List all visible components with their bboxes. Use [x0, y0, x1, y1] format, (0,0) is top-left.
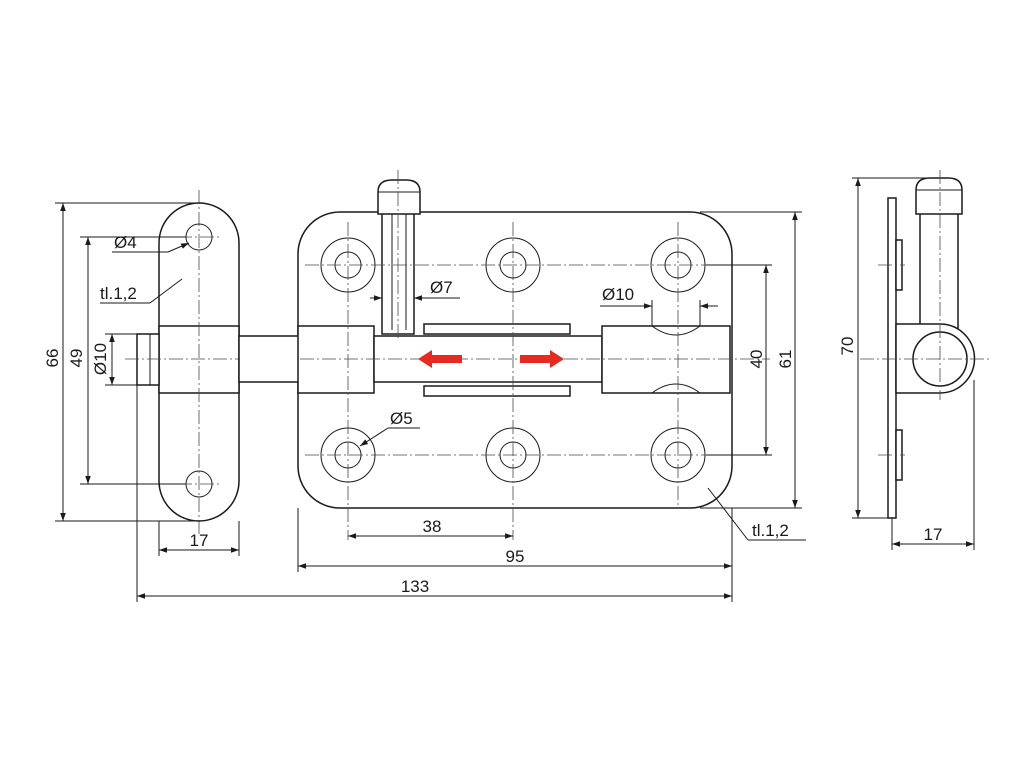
side-pin — [919, 211, 959, 333]
label-bolt-diameter-right: Ø10 — [602, 285, 634, 304]
label-hole-small: Ø4 — [114, 233, 137, 252]
strike-sleeve — [158, 325, 240, 394]
notch-top — [651, 325, 701, 336]
label-plate-height: 61 — [776, 350, 795, 369]
bolt-plate-view — [238, 170, 770, 540]
label-thickness-left: tl.1,2 — [100, 284, 137, 303]
label-side-height: 70 — [838, 337, 857, 356]
label-overall-length: 133 — [401, 577, 429, 596]
rail-bottom — [423, 385, 571, 397]
side-knob — [915, 177, 963, 215]
rail-top — [423, 323, 571, 335]
label-hole-spacing: 38 — [423, 517, 442, 536]
label-strike-width: 17 — [190, 531, 209, 550]
side-plate — [887, 197, 897, 519]
front-guide — [297, 325, 375, 394]
arrow-right — [520, 350, 564, 368]
bolt-stub — [136, 333, 160, 386]
label-height-inner: 49 — [67, 349, 86, 368]
label-hole-diameter: Ø5 — [390, 409, 413, 428]
arrow-left — [418, 350, 462, 368]
strike-plate-view — [125, 190, 300, 535]
side-view — [860, 170, 990, 519]
dimensions — [55, 177, 975, 602]
label-height-outer: 66 — [43, 349, 62, 368]
label-bolt-diameter-left: Ø10 — [91, 343, 110, 375]
label-pin-diameter: Ø7 — [430, 278, 453, 297]
handle-knob — [377, 179, 421, 215]
label-hole-vertical-spacing: 40 — [747, 350, 766, 369]
label-plate-width: 95 — [506, 547, 525, 566]
rear-guide — [601, 325, 731, 394]
label-side-depth: 17 — [924, 525, 943, 544]
bolt-shaft — [238, 335, 304, 383]
notch-bottom — [651, 383, 701, 394]
label-thickness-right: tl.1,2 — [752, 521, 789, 540]
dimension-labels: Ø4 tl.1,2 66 49 Ø10 17 Ø7 Ø10 Ø5 38 95 1… — [43, 233, 942, 596]
